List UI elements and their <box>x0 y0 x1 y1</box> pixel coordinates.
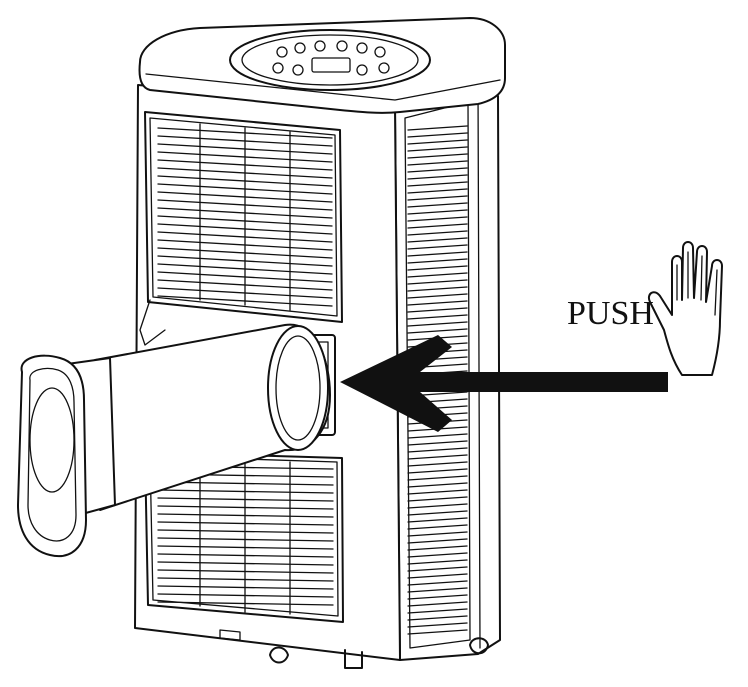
exhaust-hose-assembly <box>17 323 331 558</box>
side-grille-slat <box>407 608 468 614</box>
control-panel <box>272 40 390 76</box>
upper-louvers <box>157 123 333 311</box>
side-grille-slat <box>407 566 468 572</box>
side-grille-slat <box>407 629 468 635</box>
side-grille-slat <box>407 251 468 257</box>
side-grille-slat <box>407 503 468 509</box>
side-grille-slat <box>407 328 468 334</box>
side-grille-slat <box>407 314 468 320</box>
side-grille-slat <box>407 580 468 586</box>
hand-icon <box>648 241 723 376</box>
side-grille-slat <box>407 216 468 222</box>
side-grille-slat <box>407 587 468 593</box>
side-grille-slat <box>407 125 468 131</box>
side-grille-slat <box>407 538 468 544</box>
side-grille-slat <box>407 272 468 278</box>
side-grille-slat <box>407 545 468 551</box>
side-grille-slat <box>407 496 468 502</box>
side-grille-slat <box>407 237 468 243</box>
side-grille-slat <box>407 454 468 460</box>
side-grille-slat <box>407 517 468 523</box>
push-arrow <box>340 335 668 432</box>
side-grille-slat <box>407 293 468 299</box>
side-grille-slat <box>407 160 468 166</box>
side-grille-slat <box>407 279 468 285</box>
side-grille-slat <box>407 139 468 145</box>
side-grille-slat <box>407 573 468 579</box>
side-grille-slat <box>407 524 468 530</box>
side-grille-slat <box>407 146 468 152</box>
side-grille-slat <box>407 230 468 236</box>
side-grille-slat <box>407 489 468 495</box>
side-grille-slat <box>407 321 468 327</box>
side-grille-slat <box>407 482 468 488</box>
side-grille-slat <box>407 433 468 439</box>
side-grille-slat <box>407 559 468 565</box>
push-label: PUSH <box>567 295 654 332</box>
side-grille-slat <box>407 447 468 453</box>
side-grille-slat <box>407 461 468 467</box>
side-grille-slat <box>407 132 468 138</box>
side-grille-slat <box>407 153 468 159</box>
side-grille-slat <box>407 174 468 180</box>
side-grille-slat <box>407 307 468 313</box>
side-grille-slat <box>407 615 468 621</box>
side-grille-slat <box>407 468 468 474</box>
upper-front-grille <box>144 111 343 323</box>
side-grille-slat <box>407 244 468 250</box>
side-grille-slat <box>407 622 468 628</box>
side-grille-slat <box>407 258 468 264</box>
side-grille-slat <box>407 601 468 607</box>
side-grille-slat <box>407 188 468 194</box>
side-grille-slat <box>407 167 468 173</box>
side-grille-slat <box>407 510 468 516</box>
side-grille-slat <box>407 594 468 600</box>
casters <box>219 629 489 669</box>
side-grille-slat <box>407 265 468 271</box>
side-grille-slat <box>407 440 468 446</box>
side-grille-slat <box>407 195 468 201</box>
side-grille-slat <box>407 475 468 481</box>
side-grille-slat <box>407 181 468 187</box>
side-grille-slat <box>407 223 468 229</box>
top-cover <box>138 17 506 114</box>
side-grille-slat <box>407 552 468 558</box>
side-grille-slat <box>407 286 468 292</box>
side-grille-slat <box>407 202 468 208</box>
side-grille-slat <box>407 209 468 215</box>
side-grille-slat <box>407 531 468 537</box>
side-grille-slat <box>407 300 468 306</box>
